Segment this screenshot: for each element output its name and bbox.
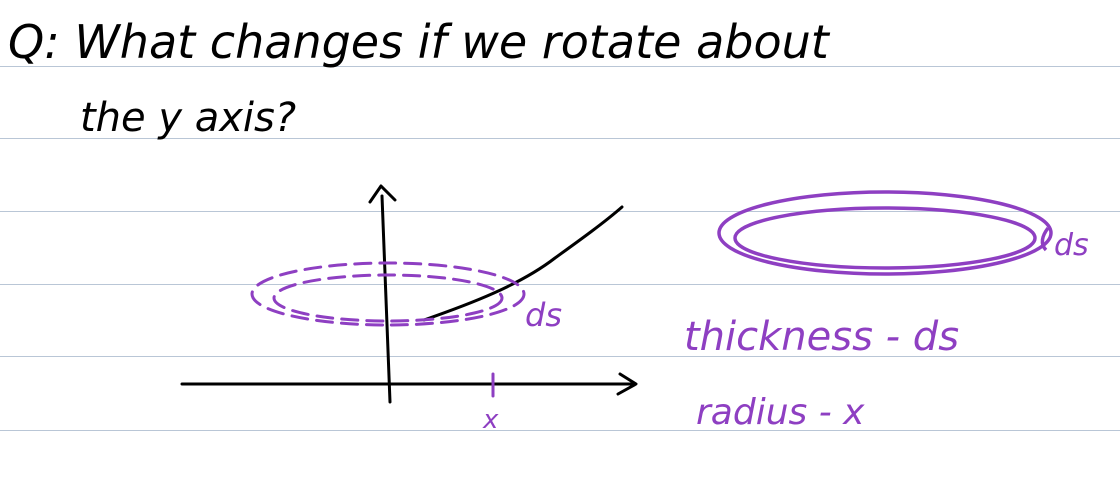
y-axis-arrow-icon	[368, 184, 397, 204]
function-curve	[422, 205, 624, 322]
inner-dashed-ring	[272, 273, 504, 323]
ruled-line	[0, 66, 1120, 67]
ruled-line	[0, 211, 1120, 212]
question-line-1: Q: What changes if we rotate about	[8, 15, 831, 69]
axes	[180, 184, 638, 404]
ring-inner-edge	[733, 206, 1037, 270]
ring-outer-edge	[717, 190, 1053, 276]
radius-note: radius - x	[696, 392, 865, 433]
question-line-2: the y axis?	[80, 95, 296, 141]
x-axis-arrow-icon	[616, 372, 638, 396]
ruled-line	[0, 284, 1120, 285]
ruled-line	[0, 138, 1120, 139]
x-tick-label: x	[482, 405, 499, 435]
outer-dashed-ring	[250, 261, 526, 327]
ruled-line	[0, 430, 1120, 431]
y-axis	[380, 194, 392, 404]
ring-thickness-bracket	[1040, 226, 1050, 252]
graph-ds-label: ds	[525, 296, 562, 334]
thickness-note: thickness - ds	[684, 314, 959, 360]
ruled-line	[0, 356, 1120, 357]
ring-ds-label: ds	[1054, 228, 1089, 263]
